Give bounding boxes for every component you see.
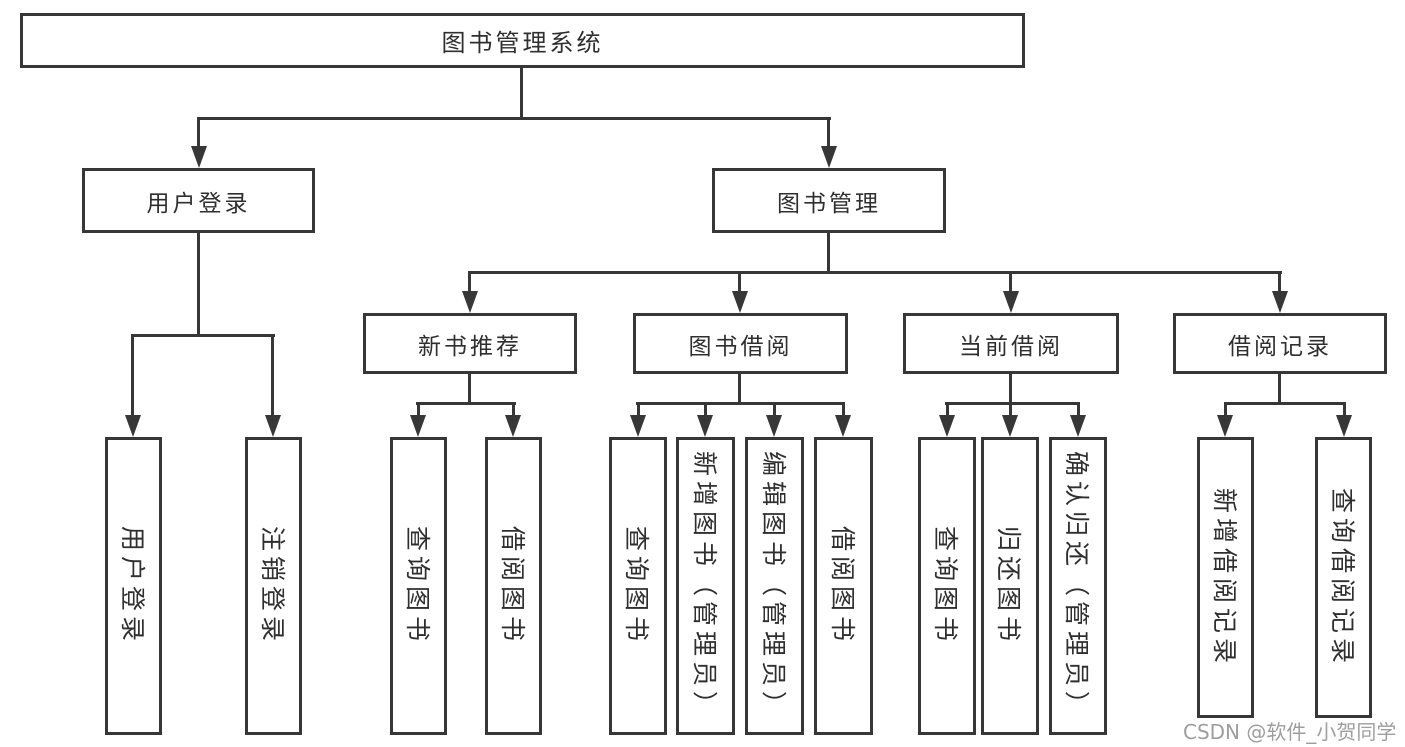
arrow-down-icon — [630, 415, 646, 437]
leaf-query-book-borrowing-label: 查询图书 — [622, 525, 652, 647]
arrow-down-icon — [191, 146, 207, 168]
leaf-confirm-return-admin-label: 确认归还（管理员） — [1062, 450, 1092, 722]
leaf-query-book-current-label: 查询图书 — [931, 525, 961, 647]
node-new-book-recommend: 新书推荐 — [363, 313, 577, 374]
arrow-down-icon — [462, 291, 478, 313]
arrow-down-icon — [410, 415, 426, 437]
connector-line — [512, 402, 515, 418]
connector-line — [271, 334, 274, 417]
connector-line — [1224, 402, 1346, 405]
connector-line — [416, 402, 516, 405]
node-borrow-records-label: 借阅记录 — [1228, 333, 1332, 360]
connector-line — [131, 334, 134, 417]
leaf-return-book: 归还图书 — [981, 437, 1039, 735]
arrow-down-icon — [1272, 291, 1288, 313]
arrow-down-icon — [1070, 415, 1086, 437]
leaf-query-book-current: 查询图书 — [918, 437, 976, 735]
connector-line — [636, 402, 845, 405]
arrow-down-icon — [1003, 291, 1019, 313]
connector-line — [704, 402, 707, 418]
connector-line — [637, 402, 640, 418]
node-user-login: 用户登录 — [82, 168, 315, 233]
connector-line — [197, 233, 200, 337]
connector-line — [131, 334, 275, 337]
arrow-down-icon — [265, 415, 281, 437]
leaf-add-borrow-record-label: 新增借阅记录 — [1209, 487, 1239, 668]
connector-line — [1343, 402, 1346, 418]
leaf-query-book-recommend-label: 查询图书 — [402, 525, 432, 647]
node-book-borrowing: 图书借阅 — [633, 313, 848, 374]
node-user-login-label: 用户登录 — [146, 190, 251, 217]
connector-line — [1224, 402, 1227, 418]
node-book-borrowing-label: 图书借阅 — [688, 333, 793, 360]
arrow-down-icon — [766, 415, 782, 437]
leaf-edit-book-admin-label: 编辑图书（管理员） — [758, 450, 788, 722]
leaf-logout: 注销登录 — [245, 437, 302, 735]
connector-line — [827, 233, 830, 274]
connector-line — [468, 271, 1282, 274]
node-new-book-recommend-label: 新书推荐 — [418, 333, 522, 360]
connector-line — [1009, 402, 1012, 418]
leaf-borrow-book-recommend: 借阅图书 — [485, 437, 542, 735]
leaf-query-book-recommend: 查询图书 — [390, 437, 447, 735]
leaf-edit-book-admin: 编辑图书（管理员） — [745, 437, 804, 735]
connector-line — [1278, 271, 1281, 293]
arrow-down-icon — [939, 415, 955, 437]
connector-line — [197, 117, 200, 148]
connector-line — [1009, 271, 1012, 293]
leaf-add-book-admin-label: 新增图书（管理员） — [689, 450, 719, 722]
leaf-confirm-return-admin: 确认归还（管理员） — [1049, 437, 1107, 735]
connector-line — [197, 117, 831, 120]
leaf-add-book-admin: 新增图书（管理员） — [676, 437, 735, 735]
leaf-add-borrow-record: 新增借阅记录 — [1197, 437, 1254, 718]
node-current-borrowing: 当前借阅 — [903, 313, 1119, 374]
leaf-user-login: 用户登录 — [105, 437, 162, 735]
leaf-query-book-borrowing: 查询图书 — [609, 437, 667, 735]
connector-line — [827, 117, 830, 148]
connector-line — [738, 374, 741, 405]
node-current-borrowing-label: 当前借阅 — [959, 333, 1063, 360]
leaf-return-book-label: 归还图书 — [994, 525, 1024, 647]
connector-line — [945, 402, 1080, 405]
connector-line — [468, 271, 471, 293]
leaf-borrow-book-label: 借阅图书 — [827, 525, 857, 647]
node-borrow-records: 借阅记录 — [1173, 313, 1387, 374]
leaf-logout-label: 注销登录 — [257, 525, 287, 647]
connector-line — [1009, 374, 1012, 405]
connector-line — [520, 68, 523, 119]
connector-line — [417, 402, 420, 418]
node-book-management: 图书管理 — [712, 168, 946, 233]
connector-line — [738, 271, 741, 293]
connector-line — [1278, 374, 1281, 405]
connector-line — [842, 402, 845, 418]
leaf-user-login-label: 用户登录 — [117, 525, 147, 647]
arrow-down-icon — [1217, 415, 1233, 437]
arrow-down-icon — [697, 415, 713, 437]
arrow-down-icon — [821, 146, 837, 168]
arrow-down-icon — [1002, 415, 1018, 437]
watermark: CSDN @软件_小贺同学 — [1183, 720, 1397, 744]
connector-line — [1077, 402, 1080, 418]
arrow-down-icon — [125, 415, 141, 437]
leaf-borrow-book: 借阅图书 — [814, 437, 873, 735]
leaf-query-borrow-record-label: 查询借阅记录 — [1327, 487, 1357, 668]
leaf-query-borrow-record: 查询借阅记录 — [1315, 437, 1372, 718]
connector-line — [946, 402, 949, 418]
arrow-down-icon — [505, 415, 521, 437]
connector-line — [773, 402, 776, 418]
arrow-down-icon — [1336, 415, 1352, 437]
node-book-management-label: 图书管理 — [777, 190, 881, 217]
node-root: 图书管理系统 — [20, 13, 1025, 68]
node-root-label: 图书管理系统 — [441, 29, 604, 57]
connector-line — [468, 374, 471, 405]
arrow-down-icon — [732, 291, 748, 313]
leaf-borrow-book-recommend-label: 借阅图书 — [497, 525, 527, 647]
arrow-down-icon — [835, 415, 851, 437]
